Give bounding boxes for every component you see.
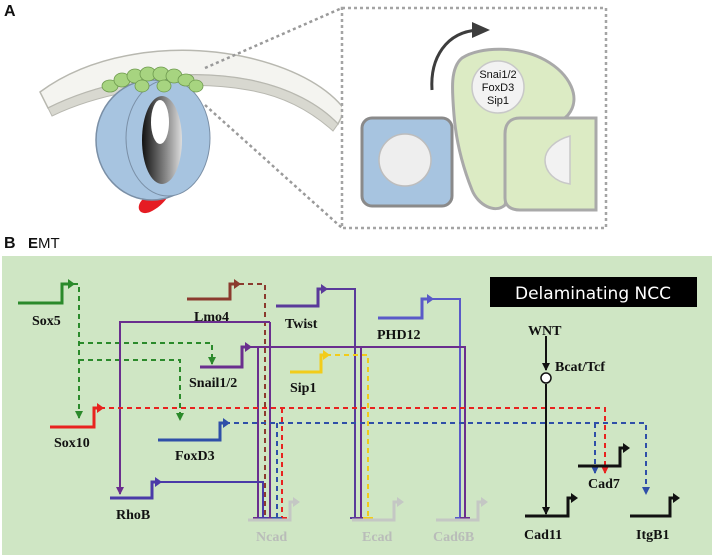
banner-box	[490, 277, 697, 307]
gene-label-lmo4: Lmo4	[194, 310, 229, 325]
gene-label-itgb1: ItgB1	[636, 528, 669, 543]
gene-label-phd12: PHD12	[377, 328, 421, 343]
gene-label-sip1: Sip1	[290, 381, 316, 396]
embryo-illustration	[39, 49, 346, 214]
gene-label-bcat: Bcat/Tcf	[555, 360, 605, 375]
panel-a-letter: A	[4, 3, 16, 20]
gene-label-cad7: Cad7	[588, 477, 620, 492]
cell-factor-sip1: Sip1	[487, 95, 509, 107]
gene-label-rhob: RhoB	[116, 508, 150, 523]
bcat-node	[540, 372, 552, 384]
gene-label-cad6b: Cad6B	[433, 530, 474, 545]
zoom-line-top	[204, 6, 343, 70]
gene-label-sox10: Sox10	[54, 436, 90, 451]
banner-label: Delaminating NCC	[515, 284, 671, 304]
gene-label-foxd3: FoxD3	[175, 449, 215, 464]
panel-b-title: EMT	[28, 235, 60, 252]
gene-label-cad11: Cad11	[524, 528, 562, 543]
gene-label-ncad: Ncad	[256, 530, 287, 545]
zoom-line-bottom	[204, 104, 343, 229]
gene-label-ecad: Ecad	[362, 530, 393, 545]
gene-label-snail: Snail1/2	[189, 376, 237, 391]
cell-factor-foxd3: FoxD3	[482, 82, 514, 94]
gene-label-twist: Twist	[285, 317, 318, 332]
gene-glyphs	[18, 279, 680, 522]
gene-label-wnt: WNT	[528, 324, 562, 339]
gene-label-sox5: Sox5	[32, 314, 61, 329]
panel-b-letter: B	[4, 235, 16, 252]
cell-factor-snai: Snai1/2	[479, 69, 516, 81]
zoom-inset	[340, 6, 608, 230]
